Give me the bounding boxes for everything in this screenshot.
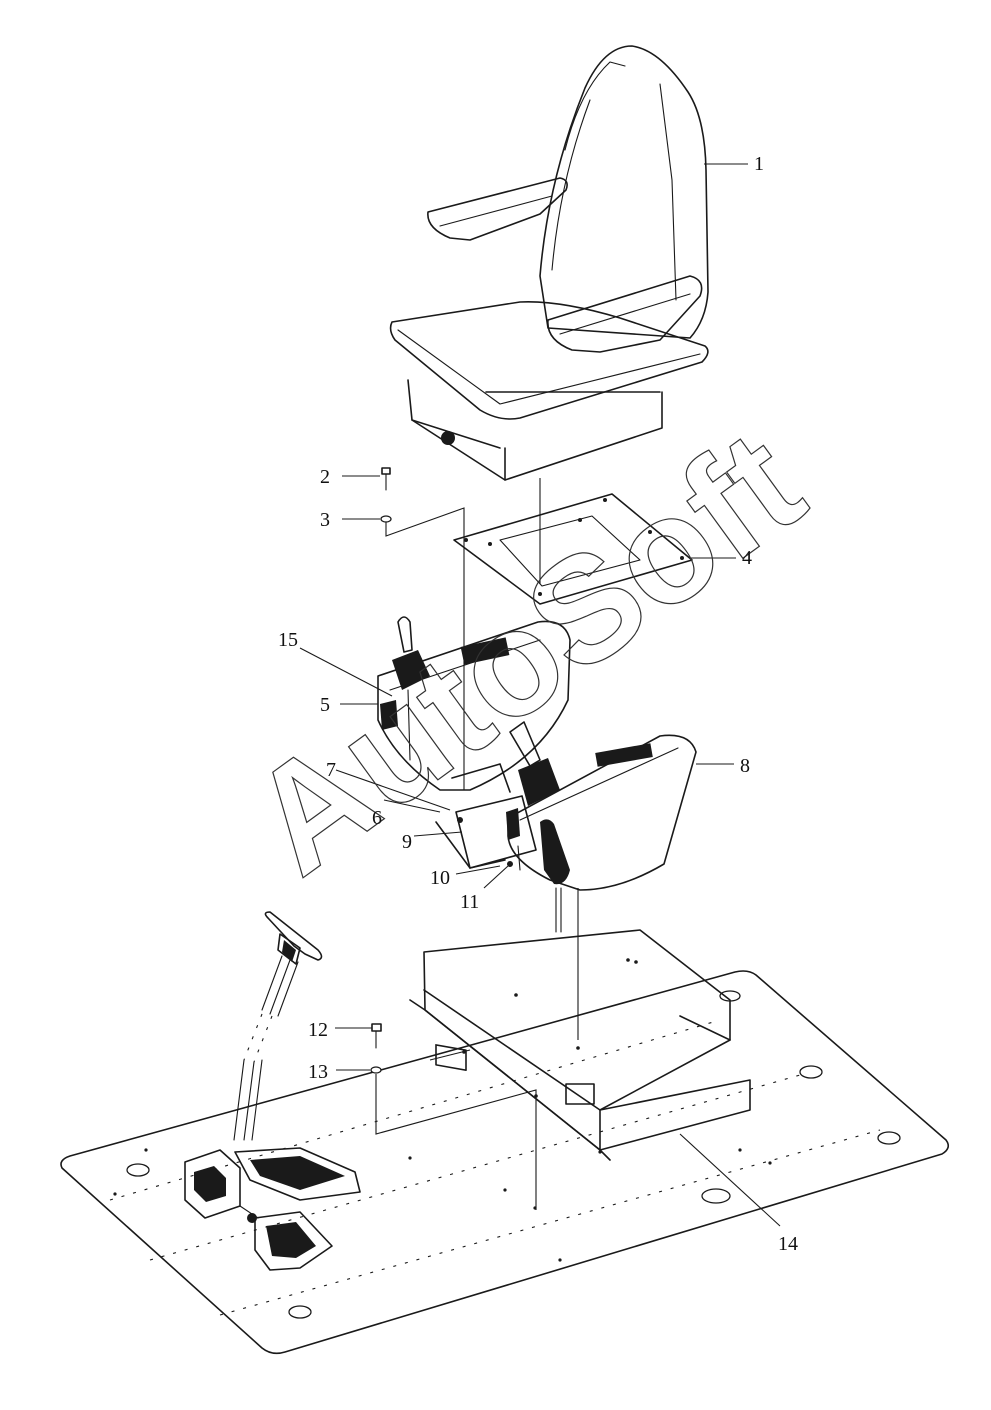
callout-6: 6	[372, 807, 382, 829]
center-bracket	[435, 763, 537, 869]
callout-1: 1	[754, 153, 764, 175]
callout-15: 15	[278, 629, 298, 651]
callout-13: 13	[308, 1061, 328, 1083]
left-console	[377, 616, 571, 791]
floor-plate	[60, 970, 950, 1355]
seat-assembly	[389, 45, 709, 481]
callout-7: 7	[326, 759, 336, 781]
callout-11: 11	[460, 891, 479, 913]
mounting-plate	[453, 493, 693, 605]
callout-numbers: 1 2 3 4 5 6 7 8 9 10 11 12 13 14 15	[278, 153, 798, 1255]
callout-leaders	[299, 163, 781, 1227]
assembly-lines	[375, 478, 579, 1210]
callout-3: 3	[320, 509, 330, 531]
callout-9: 9	[402, 831, 412, 853]
callout-10: 10	[430, 867, 450, 889]
console-base-box	[409, 929, 751, 1161]
callout-12: 12	[308, 1019, 328, 1041]
pedal-assembly	[184, 911, 361, 1271]
callout-5: 5	[320, 694, 330, 716]
watermark-text: AutoSoft	[220, 398, 831, 906]
callout-2: 2	[320, 466, 330, 488]
right-console	[506, 721, 697, 933]
callout-14: 14	[778, 1233, 798, 1255]
callout-8: 8	[740, 755, 750, 777]
callout-4: 4	[742, 547, 752, 569]
